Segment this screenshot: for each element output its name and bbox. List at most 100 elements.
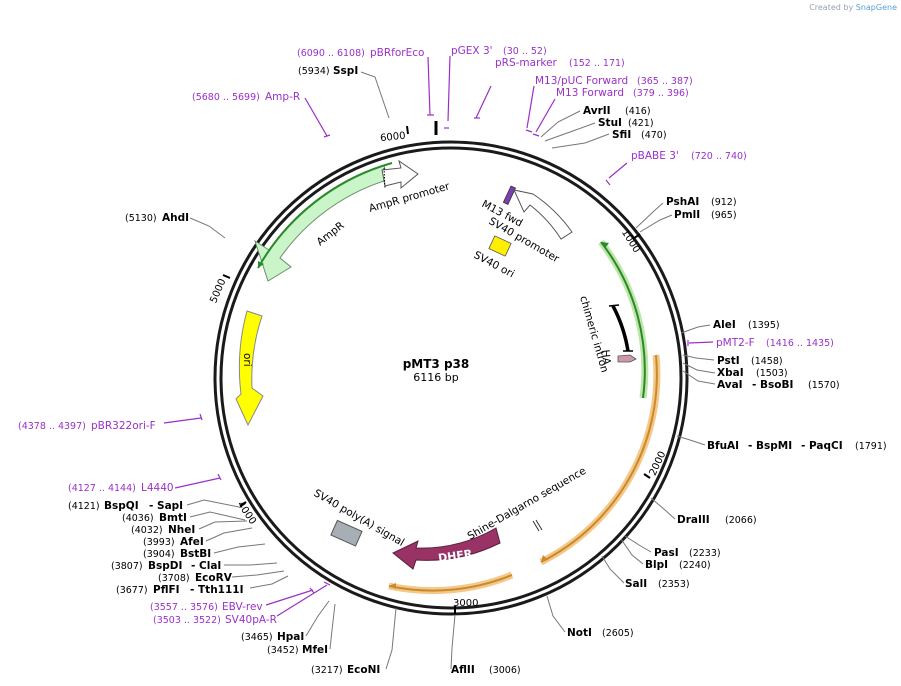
primer-line-sv40pa-r: [276, 584, 328, 617]
enzyme-pos-bspqi: (4121): [68, 501, 100, 512]
leader-afei: [205, 527, 253, 542]
enzyme-pos-hpai: (3465): [241, 632, 273, 643]
enzyme-pos-draiii: (2066): [725, 515, 757, 526]
enzyme-label-paqci: - PaqCI: [801, 440, 843, 452]
plasmid-name: pMT3 p38: [403, 357, 470, 371]
leader-pflfi: [249, 575, 289, 589]
backbone-outer-ring: [213, 140, 689, 616]
enzyme-pos-pflfi: (3677): [116, 585, 148, 596]
enzyme-label-bspmi: - BspMI: [748, 440, 792, 452]
chimeric-intron-feature[interactable]: [611, 305, 630, 352]
leader-nhei: [198, 520, 248, 530]
enzyme-label-bfuai: BfuAI: [707, 440, 739, 452]
primer-range-l4440: (4127 .. 4144): [68, 483, 136, 494]
enzyme-pos-bstbi: (3904): [143, 549, 175, 560]
primer-line-pbr322ori: [163, 417, 202, 424]
primer-line-pbabe3: [608, 162, 628, 179]
primer-line-pmt2f: [688, 341, 714, 344]
orf-green-arrow: [601, 242, 609, 248]
primer-range-pbr322ori: (4378 .. 4397): [18, 421, 86, 432]
ori-feature[interactable]: [235, 310, 264, 427]
leader-ecorv: [231, 570, 285, 578]
ampr-promoter-feature[interactable]: [381, 159, 419, 190]
enzyme-label-alei: AleI: [713, 319, 736, 331]
primer-range-ampr: (5680 .. 5699): [192, 92, 260, 103]
enzyme-pos-avrii: (416): [625, 106, 651, 117]
enzyme-label-avai: AvaI: [717, 379, 743, 391]
enzyme-label-sspi: SspI: [333, 65, 358, 77]
primer-label-pmt2f: pMT2-F: [716, 337, 755, 349]
sv40-polya-feature[interactable]: [330, 519, 363, 547]
primer-label-pbrforeco: pBRforEco: [370, 47, 424, 59]
primer-label-m13fwd: M13 Forward: [556, 87, 624, 99]
enzyme-label-sapi: - SapI: [149, 500, 183, 512]
primer-range-prs-marker: (30 .. 52): [503, 46, 547, 57]
tick-label: 3000: [453, 598, 478, 609]
leader-pasi: [624, 535, 652, 553]
shine-dalgarno-label: Shine-Dalgarno sequence: [466, 465, 589, 543]
leader-noti: [546, 595, 566, 633]
m13-fwd-feature[interactable]: [502, 185, 517, 205]
ha-feature[interactable]: [617, 354, 637, 363]
enzyme-label-sali: SalI: [625, 578, 647, 590]
primer-mark-l4440: [217, 473, 222, 481]
primer-mark-pbabe3: [605, 179, 611, 186]
primer-line-l4440: [174, 477, 221, 489]
leader-bfuai: [676, 435, 706, 446]
enzyme-label-pmli: PmlI: [674, 209, 700, 221]
enzyme-pos-xbai: (1503): [756, 368, 788, 379]
sv40-promoter-feature[interactable]: [513, 189, 573, 240]
ampr-orf-line: [257, 162, 393, 269]
enzyme-pos-bspdi: (3807): [111, 561, 143, 572]
enzyme-pos-aflii: (3006): [489, 665, 521, 676]
enzyme-pos-pasi: (2233): [689, 548, 721, 559]
enzyme-label-sfii: SfiI: [612, 129, 631, 141]
snapgene-logo: SnapGene: [855, 3, 897, 12]
enzyme-pos-sspi: (5934): [298, 66, 330, 77]
primer-label-l4440: L4440: [141, 482, 174, 494]
enzyme-pos-mfei: (3452): [267, 645, 299, 656]
primer-mark-sv40pa-r: [323, 581, 331, 586]
sv40-ori-feature[interactable]: [488, 235, 512, 257]
enzyme-pos-psti: (1458): [751, 356, 783, 367]
dhfr-feature[interactable]: [392, 527, 501, 570]
leader-ahdi: [189, 217, 226, 239]
primer-label-prs-marker: pRS-marker: [495, 57, 558, 69]
enzyme-pos-bmti: (4036): [122, 513, 154, 524]
enzyme-label-pshai: PshAI: [666, 196, 699, 208]
enzyme-label-bstbi: BstBI: [180, 548, 211, 560]
primer-line-prs-marker: [475, 85, 492, 119]
enzyme-label-tth111i: - Tth111I: [190, 584, 244, 596]
enzyme-label-bmti: BmtI: [159, 512, 187, 524]
leader-bspqi: [186, 499, 240, 508]
primer-range-ebv-rev: (3557 .. 3576): [150, 602, 218, 613]
enzyme-label-afei: AfeI: [180, 536, 204, 548]
tick-label: 6000: [380, 131, 406, 145]
enzyme-label-noti: NotI: [567, 627, 592, 639]
primer-label-m13puc: M13/pUC Forward: [535, 75, 628, 87]
leader-sali: [601, 555, 625, 584]
primer-label-pgex3: pGEX 3': [451, 45, 493, 57]
leader-avrii: [540, 110, 581, 138]
enzyme-label-draiii: DraIII: [677, 514, 710, 526]
enzyme-pos-nhei: (4032): [131, 525, 163, 536]
primer-range-sv40pa-r: (3503 .. 3522): [153, 615, 221, 626]
enzyme-pos-alei: (1395): [748, 320, 780, 331]
tick-label: 1000: [619, 228, 642, 255]
primer-line-ebv-rev: [265, 589, 314, 606]
primer-labels: (6090 .. 6108) pBRforEco pGEX 3' pRS-mar…: [18, 45, 834, 626]
orf-orange-right-line: [540, 354, 658, 563]
enzyme-label-blpi: BlpI: [645, 559, 668, 571]
enzyme-label-pasi: PasI: [654, 547, 679, 559]
primer-markers: [163, 55, 714, 617]
leader-draiii: [650, 497, 676, 520]
primer-mark-m13fwd: [532, 133, 540, 137]
leader-bspdi: [224, 562, 278, 566]
primer-label-sv40pa-r: SV40pA-R: [225, 614, 277, 626]
enzyme-label-psti: PstI: [717, 355, 740, 367]
primer-range-m13puc: (152 .. 171): [569, 58, 625, 69]
leader-aflii: [450, 614, 456, 670]
ori-label: ori: [241, 353, 253, 367]
